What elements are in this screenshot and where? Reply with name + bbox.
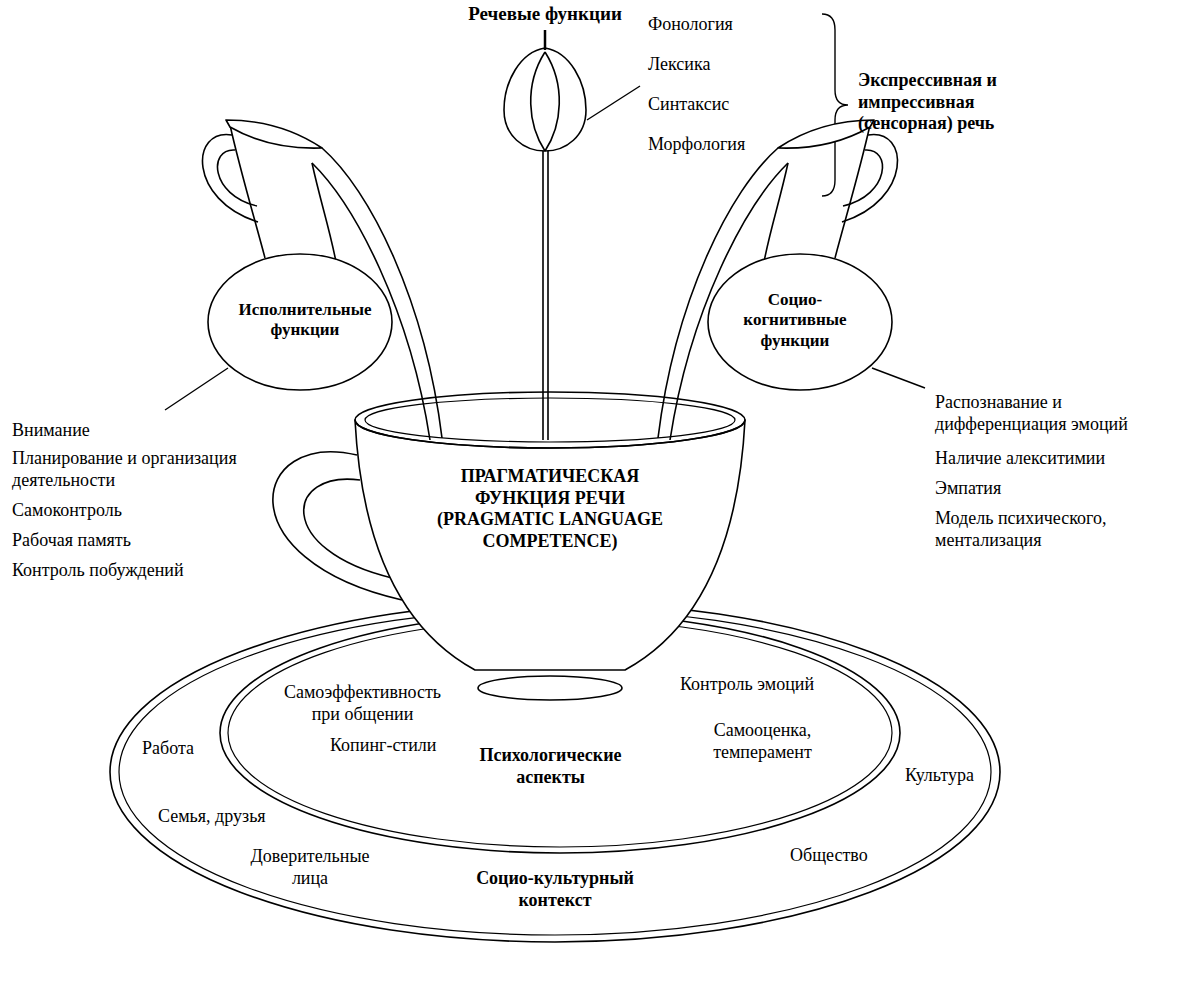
- leader-line: [165, 368, 228, 410]
- saucer-rim: [119, 609, 991, 935]
- leader-line: [872, 368, 925, 388]
- node-item: Копинг-стили: [330, 735, 437, 757]
- outline-group: [504, 30, 586, 440]
- jug-neck: [835, 125, 870, 258]
- list-label: Экспрессивная и импрессивная (сенсорная)…: [858, 70, 1033, 135]
- list-label: Модель психического, ментализация: [935, 508, 1190, 551]
- node-item: Доверительные лица: [245, 846, 375, 889]
- node-heading: Социо-когнитивные функции: [735, 290, 855, 351]
- list-label: Наличие алекситимии: [935, 448, 1105, 470]
- tulip-pistil: [544, 30, 547, 50]
- leader-line: [587, 86, 640, 120]
- cup-rim: [355, 392, 745, 448]
- jug-neck: [764, 163, 788, 262]
- list-label: Планирование и организация деятельности: [12, 448, 292, 491]
- cup-rim: [365, 398, 735, 442]
- tulip-flower: [504, 48, 586, 151]
- jug-handle: [203, 135, 258, 222]
- list-label: Фонология: [648, 14, 733, 36]
- jug-mouth: [226, 120, 322, 148]
- jug-neck: [230, 125, 265, 258]
- saucer-inner: Психологические аспекты Самоэффективность…: [215, 608, 905, 858]
- node-item: Контроль эмоций: [680, 674, 814, 696]
- node-item: Работа: [142, 738, 194, 760]
- list-label: Самоконтроль: [12, 500, 122, 522]
- jug-body: [708, 254, 892, 390]
- cup-foot: [478, 676, 622, 700]
- list-label: Рабочая память: [12, 530, 131, 552]
- node-heading: ПРАГМАТИЧЕСКАЯ ФУНКЦИЯ РЕЧИ (PRAGMATIC L…: [420, 466, 680, 552]
- list-label: Распознавание и дифференциация эмоций: [935, 392, 1190, 435]
- leader-lines: [165, 14, 925, 410]
- jug-body: [208, 254, 392, 390]
- outline-group: [658, 120, 897, 440]
- list-label: Контроль побуждений: [12, 560, 184, 582]
- node-item: Семья, друзья: [158, 806, 266, 828]
- list-label: Эмпатия: [935, 478, 1001, 500]
- tulip-petal: [531, 52, 545, 151]
- saucer-outer: Социо-культурный контекст РаботаСемья, др…: [105, 597, 1005, 947]
- jug-handle: [842, 135, 897, 222]
- tulip-shape: Речевые функции: [445, 0, 645, 155]
- cup-shape: ПРАГМАТИЧЕСКАЯ ФУНКЦИЯ РЕЧИ (PRAGMATIC L…: [350, 385, 750, 705]
- list-label: Морфология: [648, 134, 745, 156]
- saucer-well: [220, 613, 900, 853]
- outline-group: [203, 120, 442, 440]
- node-item: Самоэффективность при общении: [280, 682, 445, 725]
- curly-brace: [822, 14, 848, 196]
- jug-neck: [312, 163, 336, 262]
- node-heading: Психологические аспекты: [463, 745, 638, 788]
- list-label: Синтаксис: [648, 94, 729, 116]
- node-heading: Речевые функции: [445, 3, 645, 26]
- jug-handle: [843, 150, 882, 206]
- outline-group: [220, 613, 900, 853]
- node-item: Самооценка, темперамент: [700, 720, 825, 763]
- node-item: Общество: [790, 845, 868, 867]
- node-heading: Исполнительные функции: [225, 300, 385, 341]
- outline-group: [110, 602, 1000, 942]
- tulip-stem: [547, 150, 549, 440]
- node-outline: [205, 105, 395, 395]
- saucer-well: [228, 619, 892, 847]
- list-label: Лексика: [648, 54, 710, 76]
- tulip-petal: [545, 52, 559, 151]
- tulip-stem: [542, 150, 544, 440]
- list-label: Внимание: [12, 420, 90, 442]
- node-item: Культура: [905, 765, 974, 787]
- jug-shape: Исполнительные функции: [205, 105, 395, 395]
- saucer-rim: [110, 602, 1000, 942]
- jug-mirror: [658, 120, 897, 440]
- node-heading: Социо-культурный контекст: [455, 868, 655, 911]
